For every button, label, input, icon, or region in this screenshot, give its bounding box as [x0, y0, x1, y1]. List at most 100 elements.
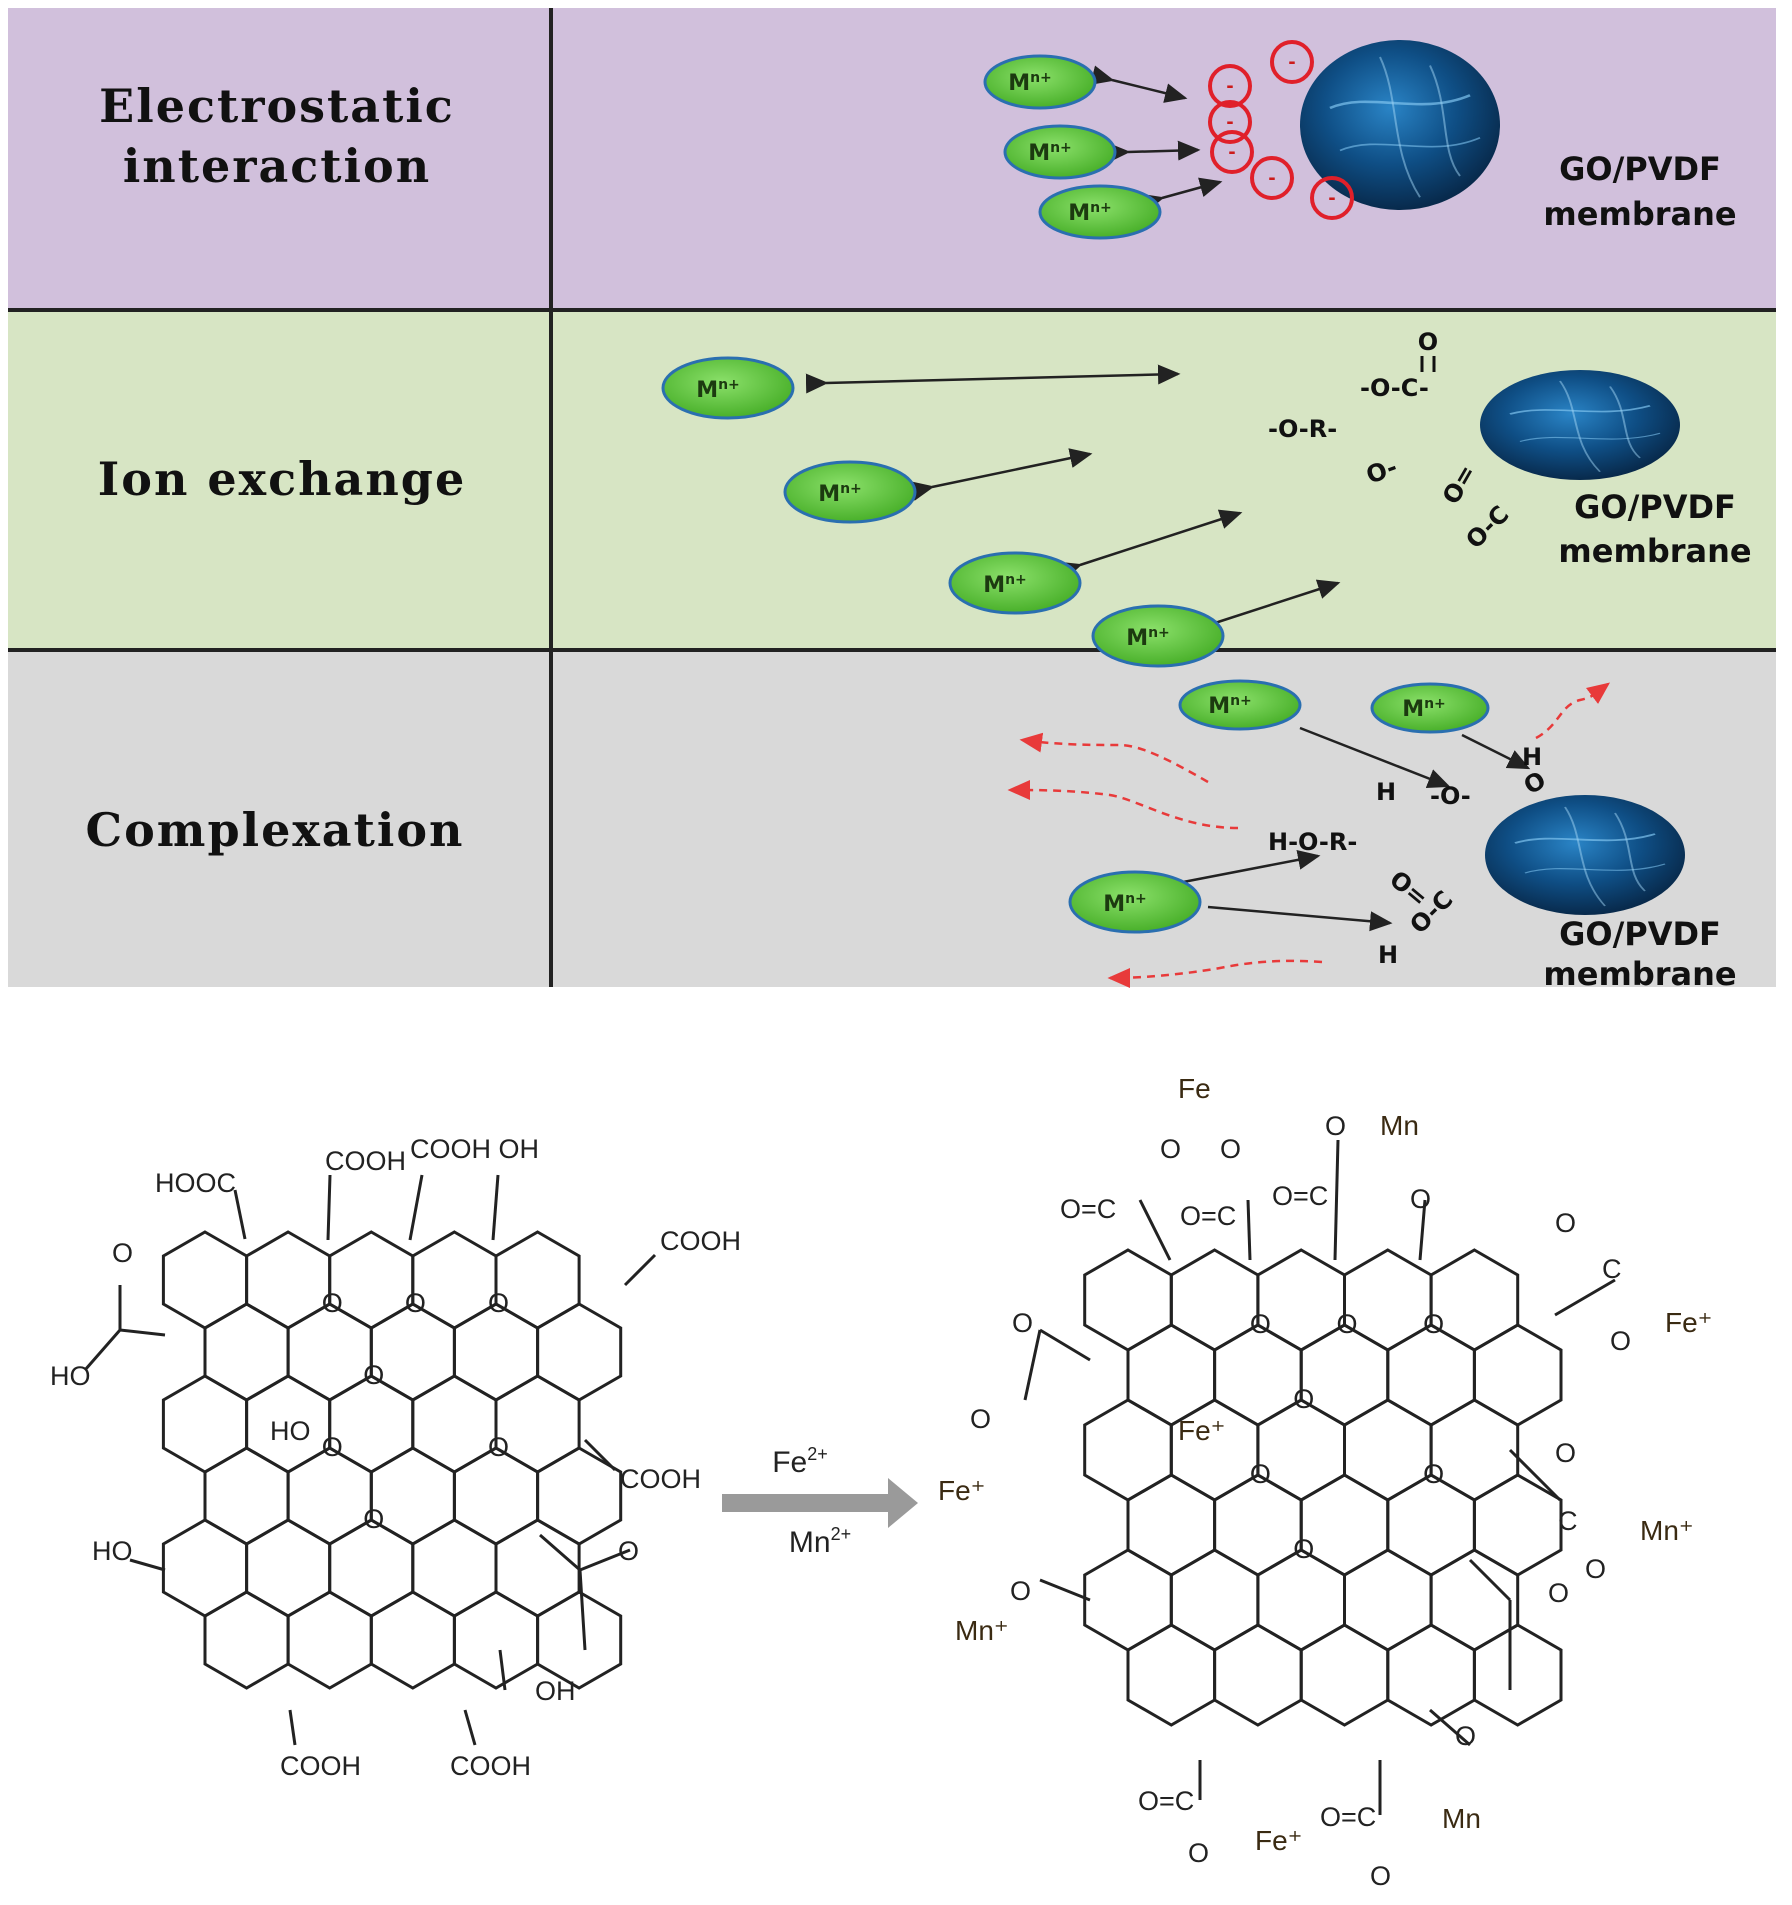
metal-ion — [1091, 604, 1225, 668]
hor-group: H-O-R- — [1268, 828, 1357, 856]
bond — [1418, 1199, 1427, 1261]
go-label-hooc: HOOC — [155, 1168, 236, 1198]
membrane-label-line2: membrane — [1543, 195, 1736, 233]
epoxide-o: O — [322, 1432, 343, 1462]
hexagon-ring — [161, 1518, 249, 1618]
bond — [539, 1533, 581, 1572]
double-arrow — [1057, 509, 1243, 581]
h-bottom: H — [1378, 941, 1398, 969]
hexagon-ring — [536, 1590, 623, 1690]
product-fe-plus: Fe⁺ — [1178, 1415, 1225, 1446]
metal-ion-group: Mn+ Mn+ Mn+ Mn+ — [661, 356, 1225, 668]
bond — [579, 1548, 631, 1572]
epoxide-o: O — [405, 1288, 426, 1318]
negative-sign: - — [1288, 52, 1295, 73]
metal-ion-label: Mn+ — [1028, 140, 1072, 166]
bond — [463, 1709, 477, 1746]
hexagon-ring — [1083, 1248, 1173, 1352]
epoxide-o: O — [1337, 1309, 1358, 1339]
arrow-head — [888, 1478, 918, 1528]
hexagon-ring — [1169, 1548, 1260, 1652]
metal-ion-label: Mn+ — [1103, 891, 1147, 917]
go-label-ho-low: HO — [92, 1536, 133, 1566]
product-o: O — [1455, 1721, 1476, 1751]
double-arrow — [1140, 177, 1223, 213]
negative-sign: - — [1228, 142, 1235, 163]
hexagon-ring — [1126, 1623, 1217, 1727]
go-label-ho-left: HO — [50, 1361, 91, 1391]
double-arrow — [1195, 579, 1341, 638]
bond — [326, 1174, 332, 1241]
hexagon-ring — [245, 1518, 332, 1618]
negative-sign: - — [1328, 188, 1335, 209]
product-o: O — [1188, 1838, 1209, 1868]
hexagon-ring — [203, 1302, 290, 1402]
h-top: H — [1522, 743, 1542, 771]
membrane-label-line1: GO/PVDF — [1559, 915, 1721, 953]
go-label-cooh-bottom-left: COOH — [280, 1751, 361, 1781]
product-c: C — [1602, 1254, 1622, 1284]
go-label-oh-bottom: OH — [535, 1676, 576, 1706]
hexagon-ring — [203, 1446, 290, 1546]
bond — [1468, 1558, 1512, 1602]
bond — [408, 1174, 424, 1241]
single-arrow — [1461, 733, 1531, 770]
double-arrow — [910, 448, 1093, 501]
product-labels: Fe Mn O O O O O=C O=C O=C O C O Fe⁺ O O … — [938, 1073, 1712, 1891]
product-fe-plus: Fe⁺ — [1255, 1825, 1302, 1856]
epoxide-o: O — [1293, 1534, 1314, 1564]
hexagon-ring — [411, 1518, 498, 1618]
dashed-arrow — [1535, 682, 1610, 740]
single-arrow — [1177, 849, 1321, 885]
hexagon-ring — [1126, 1473, 1217, 1577]
go-label-ho-mid: HO — [270, 1416, 311, 1446]
reagent-fe: Fe2+ — [772, 1444, 828, 1479]
hexagon-ring — [328, 1518, 415, 1618]
go-label-cooh-mid: COOH — [620, 1464, 701, 1494]
row-label-ion-exchange: Ion exchange — [98, 452, 466, 506]
single-arrow — [1299, 726, 1451, 789]
reaction-scheme: HOOC COOH COOH OH COOH O HO HO COOH HO O… — [50, 1073, 1712, 1891]
hexagon-ring — [1472, 1323, 1563, 1427]
hexagon-ring — [1343, 1398, 1433, 1502]
hexagon-ring — [1083, 1548, 1173, 1652]
hexagon-ring — [452, 1302, 540, 1402]
metal-ion — [948, 551, 1082, 615]
epoxide-o: O — [488, 1288, 509, 1318]
hexagon-ring — [1169, 1248, 1260, 1352]
bond — [1138, 1199, 1172, 1261]
bond — [578, 1569, 587, 1651]
bond — [491, 1174, 500, 1241]
epoxide-o: O — [322, 1288, 343, 1318]
product-fe-top: Fe — [1178, 1073, 1211, 1104]
product-o: O — [1555, 1208, 1576, 1238]
negative-charge — [1270, 40, 1314, 84]
membrane-label-line1: GO/PVDF — [1559, 150, 1721, 188]
hexagon-ring — [161, 1374, 249, 1474]
arrow-shaft — [722, 1494, 892, 1512]
hexagon-ring — [245, 1230, 332, 1330]
metal-ion-label: Mn+ — [1208, 693, 1252, 719]
carbonyl-o: O — [1418, 328, 1438, 356]
metal-ion-label: Mn+ — [818, 481, 862, 507]
metal-ion — [1178, 679, 1302, 731]
go-label-o-left: O — [112, 1238, 133, 1268]
hexagon-ring — [411, 1374, 498, 1474]
membrane-sphere-1 — [1298, 38, 1502, 212]
metal-ion-group: Mn+ Mn+ Mn+ — [983, 54, 1162, 240]
bond — [233, 1189, 247, 1240]
bond — [498, 1649, 507, 1691]
bond — [1246, 1199, 1252, 1261]
product-structure — [1023, 1139, 1616, 1815]
hexagon-ring — [494, 1518, 581, 1618]
bond — [1554, 1278, 1616, 1317]
hexagon-ring — [452, 1446, 540, 1546]
product-o: O — [970, 1404, 991, 1434]
bond — [1429, 1708, 1471, 1747]
metal-ion — [983, 54, 1097, 110]
hexagon-ring — [1256, 1548, 1346, 1652]
go-label-cooh-top: COOH — [325, 1146, 406, 1176]
product-o-eq-c: O=C — [1272, 1181, 1328, 1211]
hexagon-ring — [161, 1230, 249, 1330]
double-arrow — [805, 364, 1181, 394]
